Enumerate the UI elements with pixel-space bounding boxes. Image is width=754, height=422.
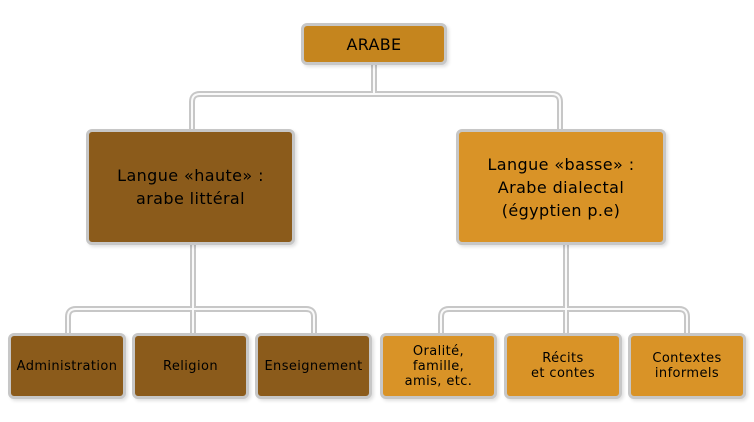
node-high-register: Langue «haute» : arabe littéral (86, 129, 295, 245)
node-enseignement: Enseignement (255, 333, 372, 399)
node-contextes-label: Contextes informels (652, 351, 722, 381)
node-administration-label: Administration (16, 358, 118, 374)
node-religion: Religion (132, 333, 249, 399)
node-religion-label: Religion (163, 358, 218, 374)
node-root-label: ARABE (346, 34, 402, 54)
connector-low (438, 245, 690, 333)
node-low-register-label: Langue «basse» : Arabe dialectal (égypti… (487, 154, 635, 220)
node-low-register: Langue «basse» : Arabe dialectal (égypti… (456, 129, 666, 245)
node-contextes: Contextes informels (628, 333, 746, 399)
node-recits-label: Récits et contes (530, 351, 596, 381)
node-high-register-label: Langue «haute» : arabe littéral (117, 166, 264, 208)
connector-high (65, 245, 317, 333)
node-enseignement-label: Enseignement (264, 358, 363, 374)
node-root: ARABE (301, 23, 447, 65)
node-administration: Administration (8, 333, 126, 399)
connector-root (189, 65, 563, 129)
node-recits: Récits et contes (504, 333, 622, 399)
node-oralite: Oralité, famille, amis, etc. (380, 333, 497, 399)
node-oralite-label: Oralité, famille, amis, etc. (404, 343, 473, 389)
